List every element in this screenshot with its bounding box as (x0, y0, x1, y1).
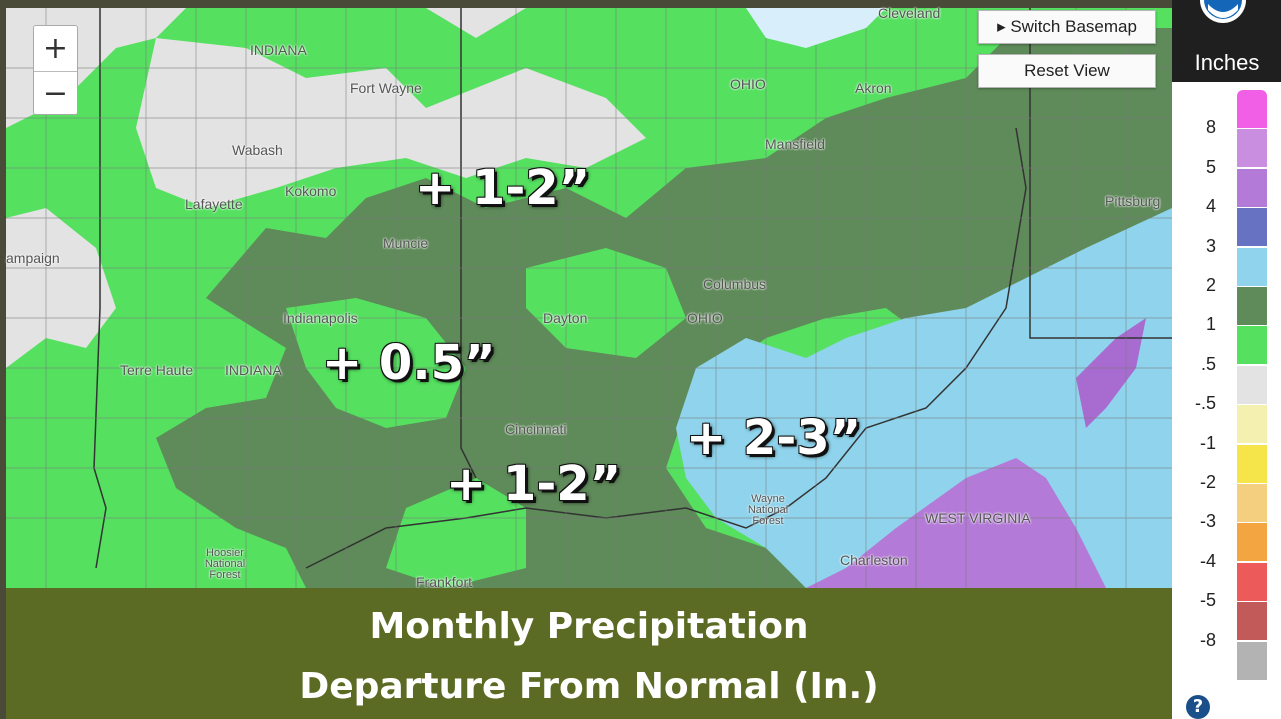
place-label: Frankfort (416, 574, 473, 590)
annotation-label: + 0.5” (322, 335, 496, 391)
place-label: Dayton (543, 310, 588, 326)
legend-swatch (1237, 484, 1267, 522)
legend-label: -4 (1199, 550, 1216, 571)
place-label: Cleveland (878, 5, 941, 21)
place-label: Columbus (703, 276, 767, 292)
place-label: ampaign (6, 250, 60, 266)
help-icon[interactable]: ? (1186, 695, 1210, 719)
place-label: Akron (855, 80, 892, 96)
legend-swatch (1237, 365, 1267, 404)
legend-label: 4 (1205, 196, 1216, 217)
legend-label: -.5 (1194, 393, 1216, 414)
annotation-label: + 1-2” (446, 456, 622, 512)
place-label: Wayne National Forest (747, 493, 789, 527)
legend-swatch (1237, 208, 1267, 247)
place-label: INDIANA (250, 42, 307, 58)
green-patch-south (386, 478, 526, 588)
place-label: Terre Haute (120, 362, 194, 378)
place-label: Lafayette (185, 196, 243, 212)
zoom-in-button[interactable]: + (34, 26, 77, 71)
place-label: OHIO (730, 76, 766, 92)
place-label: Fort Wayne (350, 80, 422, 96)
reset-view-button[interactable]: Reset View (978, 54, 1156, 88)
legend-swatch (1237, 129, 1267, 168)
noaa-logo-icon (1200, 0, 1246, 23)
legend-swatch (1237, 287, 1267, 325)
place-label: WEST VIRGINIA (925, 510, 1031, 526)
legend-label: 5 (1205, 156, 1216, 177)
legend-swatch (1237, 168, 1267, 207)
gray-patch-west (6, 208, 116, 368)
legend-label: -2 (1199, 472, 1216, 492)
legend-swatch (1237, 247, 1267, 286)
legend-label: 1 (1205, 314, 1216, 335)
place-label: Mansfield (765, 136, 825, 152)
place-label: Cincinnati (505, 421, 567, 437)
place-label: Muncie (383, 235, 429, 251)
legend-label: .5 (1200, 353, 1216, 374)
legend-swatch (1237, 405, 1267, 444)
lake-erie (746, 8, 886, 48)
legend-swatch (1237, 641, 1267, 680)
legend-swatch (1237, 602, 1267, 641)
legend-label: -5 (1199, 590, 1216, 611)
place-label: Pittsburg (1105, 193, 1161, 209)
switch-basemap-button[interactable]: ▸ Switch Basemap (978, 10, 1156, 44)
legend-swatch (1237, 444, 1267, 483)
purple-region (806, 458, 1106, 588)
place-label: Indianapolis (283, 310, 358, 326)
zoom-control: + − (33, 25, 78, 115)
green-patch-indy (286, 298, 466, 428)
gray-patch-north (136, 38, 646, 208)
legend-unit: Inches (1194, 50, 1260, 75)
zoom-out-button[interactable]: − (34, 71, 77, 114)
precipitation-map[interactable] (6, 8, 1172, 588)
place-label: Hoosier National Forest (204, 547, 246, 581)
county-lines (6, 8, 1172, 588)
purple-band (1076, 318, 1146, 428)
title-line-1: Monthly Precipitation (369, 606, 809, 647)
title-bar (6, 588, 1172, 719)
title-line-2: Departure From Normal (In.) (299, 666, 879, 707)
place-label: Wabash (232, 142, 283, 158)
annotation-label: + 2-3” (686, 410, 862, 466)
legend-swatch (1237, 562, 1267, 601)
legend-label: -8 (1199, 629, 1216, 650)
legend-label: 3 (1205, 235, 1216, 256)
legend-label: 2 (1205, 275, 1216, 295)
map-canvas (6, 8, 1172, 588)
legend-label: 8 (1205, 117, 1216, 138)
legend-label: -3 (1199, 511, 1216, 532)
legend-label: -1 (1199, 432, 1216, 453)
place-label: INDIANA (225, 362, 282, 378)
legend-swatch (1237, 523, 1267, 562)
place-label: Charleston (840, 552, 908, 568)
place-label: Kokomo (285, 183, 337, 199)
legend-swatch (1237, 326, 1267, 365)
place-label: OHIO (687, 310, 723, 326)
legend-swatch (1237, 90, 1267, 128)
annotation-label: + 1-2” (415, 160, 591, 216)
